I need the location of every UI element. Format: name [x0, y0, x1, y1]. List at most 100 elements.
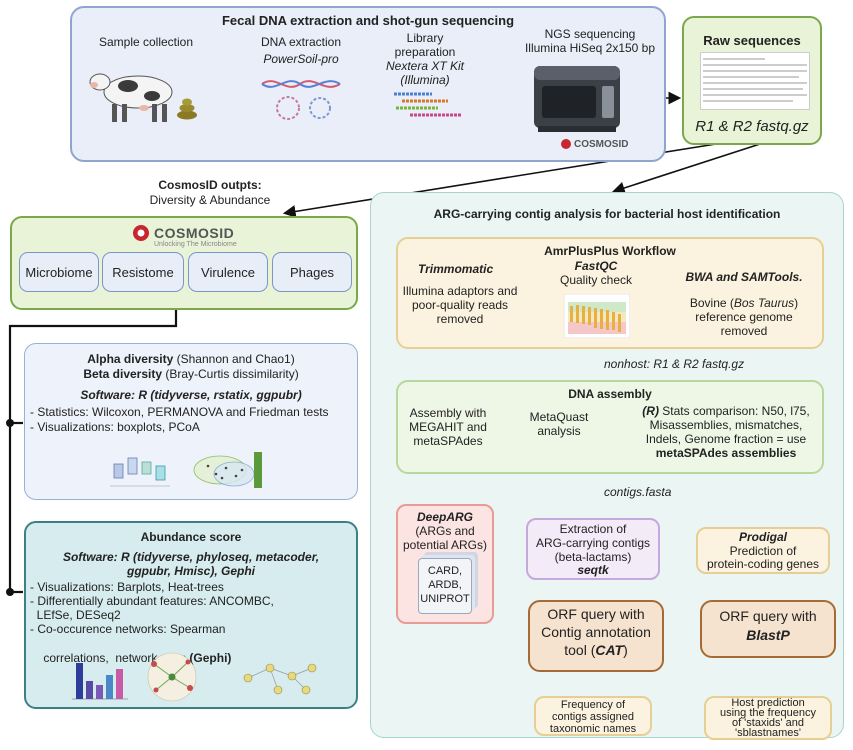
- frequency-box: [534, 696, 652, 736]
- bovine-post: ): [794, 296, 799, 310]
- host-4: 'sblastnames': [735, 727, 801, 739]
- nextera-label-1: Nextera XT Kit: [385, 59, 465, 73]
- beta-diversity-bold: Beta diversity: [83, 367, 163, 381]
- prodigal-label: Prodigal: [738, 530, 787, 544]
- orf-cat-1: ORF query with: [547, 606, 645, 622]
- sequencer-icon: [534, 66, 620, 132]
- db-card: CARD,: [427, 565, 463, 577]
- alpha-software: Software: R (tidyverse, rstatix, ggpubr): [80, 388, 302, 402]
- cosmosid-logo-icon: [133, 225, 149, 241]
- cosmos-bracket: [8, 310, 178, 594]
- heat-tree-thumbnail: [147, 652, 197, 702]
- abundance-gephi: (Gephi): [189, 651, 232, 665]
- fastqc-desc: Quality check: [559, 273, 633, 287]
- cow-icon: [89, 73, 173, 122]
- fastqc-label: FastQC: [574, 259, 618, 273]
- sample-collection-label: Sample collection: [98, 35, 194, 49]
- sequencing-title: Fecal DNA extraction and shot-gun sequen…: [221, 13, 515, 28]
- alpha-diversity-rest: (Shannon and Chao1): [173, 352, 295, 366]
- pill-phages[interactable]: Phages: [272, 252, 352, 292]
- ngs-label-1: NGS sequencing: [544, 27, 636, 41]
- db-ardb: ARDB,: [428, 579, 462, 591]
- deeparg-desc-1: (ARGs and: [415, 524, 475, 538]
- pill-virulence[interactable]: Virulence: [188, 252, 268, 292]
- dna-helix-icon: [261, 80, 341, 120]
- library-prep-label-1: Library: [406, 31, 444, 45]
- bwa-label: BWA and SAMTools.: [685, 270, 803, 284]
- beta-diversity-line: Beta diversity (Bray-Curtis dissimilarit…: [24, 367, 358, 382]
- bovine-desc-1: reference genome: [695, 310, 793, 324]
- orf-blast-box: [700, 600, 836, 658]
- orf-cat-2: Contig annotation: [541, 624, 651, 640]
- fastq-lines-icon: [703, 58, 807, 102]
- stats-line-2: Misassemblies, mismatches,: [649, 418, 803, 432]
- dna-extraction-label: DNA extraction: [260, 35, 342, 49]
- orf-cat-3: tool (CAT): [528, 642, 664, 658]
- prodigal-desc-1: Prediction of: [729, 544, 797, 558]
- prodigal-box: [696, 527, 830, 574]
- cosmos-outputs-line2: Diversity & Abundance: [149, 193, 271, 207]
- library-fragments-icon: [394, 92, 462, 117]
- abundance-software-2: ggpubr, Hmisc), Gephi: [126, 564, 255, 578]
- abundance-bullet-diff-1: - Differentially abundant features: ANCO…: [30, 594, 274, 608]
- pcoa-thumbnail: [193, 452, 262, 488]
- stats-line-3: Indels, Genome fraction = use: [645, 432, 807, 446]
- trim-desc-2: poor-quality reads: [411, 298, 509, 312]
- freq-3: taxonomic names: [549, 723, 637, 735]
- freq-2: contigs assigned: [552, 711, 634, 723]
- bovine-pre: Bovine (: [689, 296, 734, 310]
- alpha-diversity-bold: Alpha diversity: [87, 352, 174, 366]
- abundance-bullet-net-1: - Co-occurence networks: Spearman: [30, 622, 226, 636]
- bracket-dot-alpha: [6, 419, 14, 427]
- arrow-raw-to-arg: [611, 143, 761, 195]
- manure-icon: [177, 98, 197, 120]
- abundance-software-1: Software: R (tidyverse, phyloseq, metaco…: [62, 550, 320, 564]
- beta-diversity-rest: (Bray-Curtis dissimilarity): [162, 367, 299, 381]
- stats-r: (R): [642, 404, 659, 418]
- host-2: using the frequency: [719, 707, 816, 719]
- cosmosid-logo: COSMOSID: [154, 225, 235, 241]
- abundance-title: Abundance score: [140, 530, 242, 544]
- assembly-title: DNA assembly: [568, 387, 652, 401]
- diversity-panel: [24, 343, 358, 500]
- cosmosid-logo-small-icon: [561, 139, 571, 149]
- extraction-2: ARG-carrying contigs: [535, 536, 651, 550]
- stats-text: Stats comparison: N50, l75,: [658, 404, 810, 418]
- orf-cat-end: ): [623, 642, 628, 658]
- raw-sequences-title: Raw sequences: [703, 33, 801, 48]
- trim-desc-1: Illumina adaptors and: [402, 284, 518, 298]
- pill-microbiome[interactable]: Microbiome: [19, 252, 99, 292]
- amr-title: AmrPlusPlus Workflow: [544, 244, 676, 258]
- host-box: [704, 696, 832, 740]
- database-stack: [418, 558, 472, 614]
- nonhost-label: nonhost: R1 & R2 fastq.gz: [604, 357, 745, 371]
- extraction-box: [526, 518, 660, 580]
- asm-desc-2: MEGAHIT and: [409, 420, 487, 434]
- raw-files-label: R1 & R2 fastq.gz: [695, 118, 809, 135]
- alpha-bullet-viz: - Visualizations: boxplots, PCoA: [30, 420, 200, 434]
- fastqc-plot-thumbnail: [564, 294, 630, 338]
- nextera-label-2: (Illumina): [400, 73, 450, 87]
- cosmosid-logo-small: COSMOSID: [574, 139, 629, 150]
- stats-line-4: metaSPAdes assemblies: [655, 446, 797, 460]
- dna-assembly-box: [396, 380, 824, 474]
- orf-blast-1: ORF query with: [719, 608, 817, 624]
- cosmosid-tagline: Unlocking The Microbiome: [154, 241, 237, 248]
- pill-resistome[interactable]: Resistome: [102, 252, 184, 292]
- contigs-label: contigs.fasta: [604, 485, 672, 499]
- cosmos-outputs-line1: CosmosID outpts:: [158, 178, 262, 192]
- seqtk-label: seqtk: [577, 563, 609, 577]
- asm-desc-1: Assembly with: [409, 406, 487, 420]
- alpha-diversity-line: Alpha diversity (Shannon and Chao1): [24, 352, 358, 367]
- abundance-bullet-diff-2: LEfSe, DESeq2: [30, 608, 121, 622]
- bovine-species: Bos Taurus: [733, 296, 795, 310]
- boxplot-thumbnail: [110, 457, 170, 487]
- bracket-dot-abund: [6, 588, 14, 596]
- arg-title: ARG-carrying contig analysis for bacteri…: [433, 207, 781, 221]
- bovine-desc-2: removed: [720, 324, 768, 338]
- orf-cat-italic: CAT: [595, 642, 624, 658]
- extraction-1: Extraction of: [559, 522, 627, 536]
- alpha-bullet-stats: - Statistics: Wilcoxon, PERMANOVA and Fr…: [30, 405, 329, 419]
- fastq-preview: [700, 52, 810, 110]
- metaquast-2: analysis: [537, 424, 581, 438]
